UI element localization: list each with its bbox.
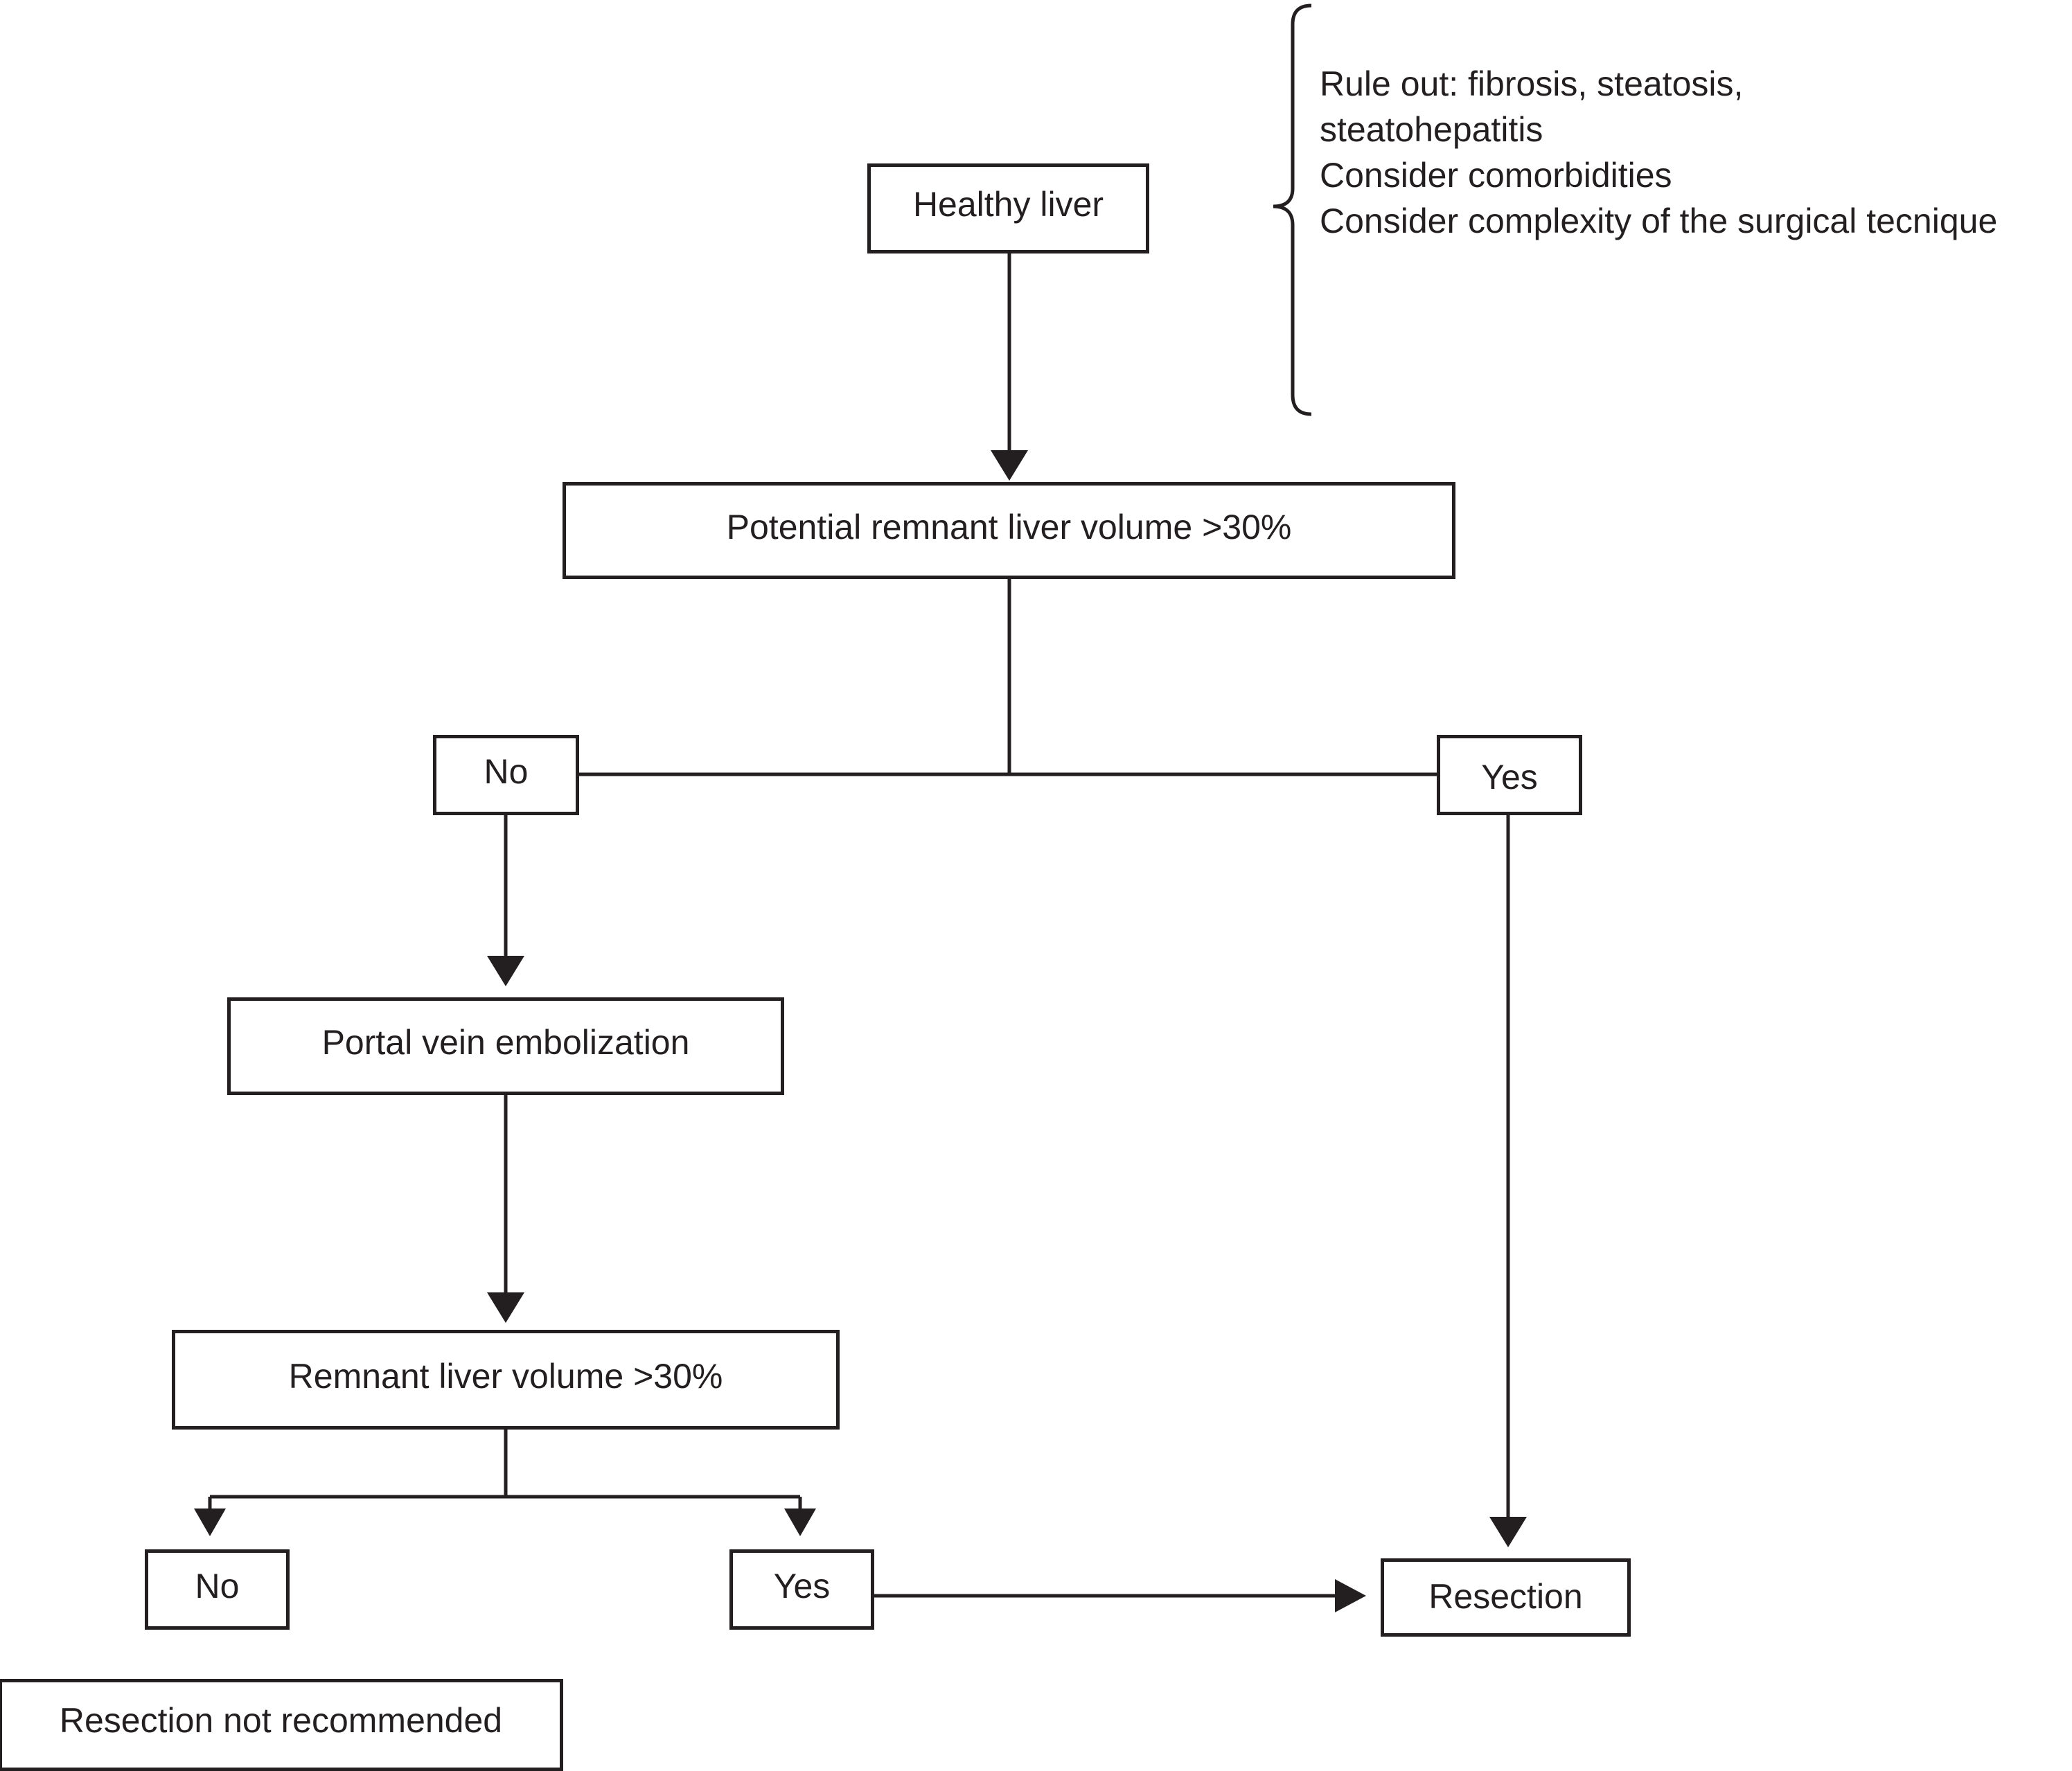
considerations-note: Rule out: fibrosis, steatosis, steatohep… bbox=[1320, 61, 1997, 244]
arrowhead-yes-to-resection bbox=[1489, 1517, 1527, 1547]
arrowhead-to-second-yes bbox=[784, 1509, 816, 1536]
node-first-no: No bbox=[433, 735, 579, 815]
arrowhead-second-yes-to-resection bbox=[1335, 1579, 1366, 1612]
considerations-bracket bbox=[1273, 3, 1312, 416]
consideration-line: Rule out: fibrosis, steatosis, bbox=[1320, 64, 1744, 103]
consideration-line: Consider complexity of the surgical tecn… bbox=[1320, 202, 1998, 240]
node-healthy-liver: Healthy liver bbox=[867, 163, 1149, 253]
arrowhead-to-second-no bbox=[194, 1509, 226, 1536]
arrowhead-to-remnant bbox=[487, 1292, 524, 1323]
arrowhead-to-portal bbox=[487, 956, 524, 986]
node-second-yes: Yes bbox=[729, 1549, 874, 1630]
node-remnant-liver-volume: Remnant liver volume >30% bbox=[172, 1330, 840, 1430]
consideration-line: steatohepatitis bbox=[1320, 110, 1543, 149]
node-potential-remnant-volume: Potential remnant liver volume >30% bbox=[563, 482, 1455, 579]
node-first-yes: Yes bbox=[1437, 735, 1582, 815]
node-resection-not-recommended: Resection not recommended bbox=[0, 1679, 563, 1771]
node-portal-vein-embolization: Portal vein embolization bbox=[227, 997, 784, 1095]
node-resection: Resection bbox=[1381, 1558, 1631, 1637]
arrowhead-to-potential bbox=[991, 450, 1028, 481]
consideration-line: Consider comorbidities bbox=[1320, 156, 1672, 195]
node-second-no: No bbox=[145, 1549, 290, 1630]
